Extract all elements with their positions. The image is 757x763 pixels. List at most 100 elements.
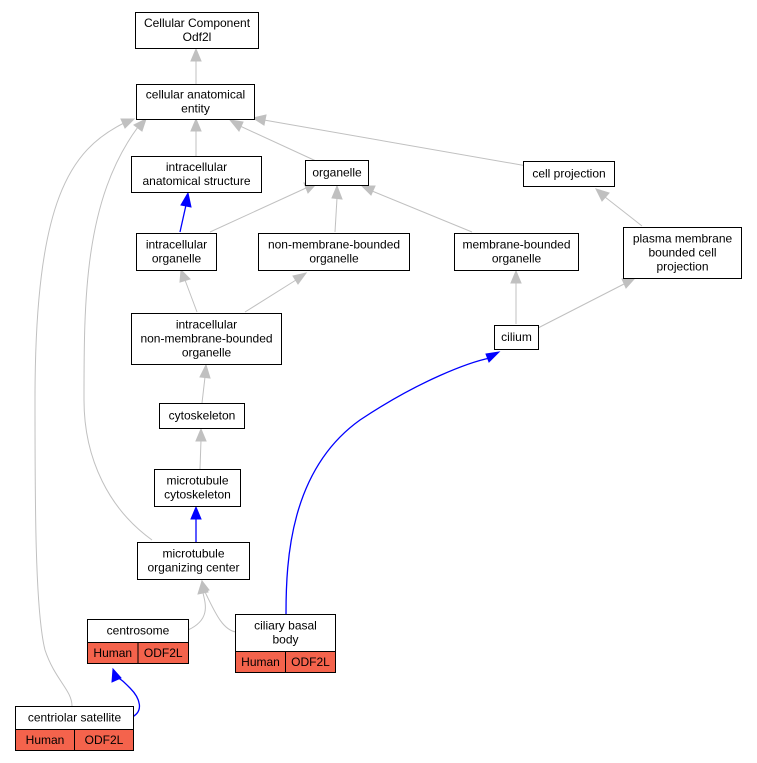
node-label: projection xyxy=(656,260,708,274)
annotation-cell xyxy=(285,651,336,673)
node-organelle[interactable]: organelle xyxy=(305,160,369,186)
arrowhead xyxy=(199,579,210,594)
arrowhead xyxy=(360,185,376,196)
edge-mtcyto-to-cytoskeleton xyxy=(199,439,202,470)
node-label: anatomical structure xyxy=(142,174,250,188)
node-box xyxy=(136,84,255,120)
node-label: organizing center xyxy=(147,561,239,575)
node-cellproj[interactable]: cell projection xyxy=(523,161,615,187)
node-box xyxy=(136,233,217,271)
arrowhead xyxy=(595,188,610,202)
node-box xyxy=(258,233,410,271)
node-label: bounded cell xyxy=(648,246,716,260)
arrowhead xyxy=(120,118,136,129)
node-label: plasma membrane xyxy=(633,232,733,246)
arrowhead xyxy=(190,117,202,132)
edge-inmbo-to-io xyxy=(184,279,198,313)
node-label: membrane-bounded xyxy=(462,238,570,252)
node-box xyxy=(305,160,369,186)
node-label: cytoskeleton xyxy=(164,488,231,502)
node-cytoskeleton[interactable]: cytoskeleton xyxy=(159,403,245,429)
edge-cbb-to-mtoc xyxy=(204,591,237,633)
node-box xyxy=(137,542,250,580)
annotation-cell xyxy=(137,642,189,664)
node-box xyxy=(135,12,259,49)
annotation-label: ODF2L xyxy=(144,646,183,660)
node-label: organelle xyxy=(492,252,542,266)
node-label: intracellular xyxy=(146,238,207,252)
node-label: non-membrane-bounded xyxy=(140,332,272,346)
edge-cbb-to-cilium xyxy=(285,357,491,615)
arrowhead xyxy=(621,277,637,289)
node-label: cilium xyxy=(501,330,532,344)
annotation-label: Human xyxy=(26,733,65,747)
node-box xyxy=(131,156,262,193)
arrowhead xyxy=(195,427,207,442)
node-label: cell projection xyxy=(532,167,605,181)
node-label: cytoskeleton xyxy=(169,409,236,423)
node-box xyxy=(494,325,539,350)
arrowhead xyxy=(510,269,522,284)
arrowhead xyxy=(331,184,343,200)
node-label: organelle xyxy=(309,252,359,266)
node-label: microtubule xyxy=(162,547,224,561)
arrowhead xyxy=(292,272,308,285)
node-inmbo[interactable]: intracellularnon-membrane-boundedorganel… xyxy=(131,313,282,365)
node-box xyxy=(454,233,579,271)
node-label: organelle xyxy=(182,346,232,360)
node-label: non-membrane-bounded xyxy=(268,238,400,252)
node-label: Odf2l xyxy=(183,30,212,44)
edge-mtoc-to-cae xyxy=(83,126,153,541)
annotation-label: Human xyxy=(241,655,280,669)
arrowhead xyxy=(133,118,147,132)
node-label: centrosome xyxy=(107,624,170,638)
node-label: intracellular xyxy=(166,160,227,174)
arrowhead xyxy=(199,363,211,379)
edge-cellproj-to-cae xyxy=(263,119,528,167)
node-label: intracellular xyxy=(176,318,237,332)
edge-nmbo-to-organelle xyxy=(334,197,338,233)
annotation-label: ODF2L xyxy=(85,733,124,747)
edge-pmbcp-to-cellproj xyxy=(604,196,643,227)
node-cilium[interactable]: cilium xyxy=(494,325,539,350)
arrowhead xyxy=(485,351,501,363)
edge-organelle-to-cae xyxy=(239,125,317,162)
node-box xyxy=(154,469,241,507)
node-label: Cellular Component xyxy=(144,16,251,30)
node-label: microtubule xyxy=(166,474,228,488)
node-label: cellular anatomical xyxy=(146,88,245,102)
arrowhead xyxy=(111,667,122,683)
edge-inmbo-to-nmbo xyxy=(244,279,297,313)
arrowhead xyxy=(251,114,267,126)
node-box xyxy=(523,161,615,187)
node-box xyxy=(131,313,282,365)
arrowhead xyxy=(179,268,191,283)
edge-io-to-ias xyxy=(179,204,187,233)
arrowhead xyxy=(228,119,244,132)
annotation-label: ODF2L xyxy=(291,655,330,669)
node-box xyxy=(235,614,336,652)
node-box xyxy=(159,403,245,429)
node-label: body xyxy=(272,633,298,647)
node-label: organelle xyxy=(152,252,202,266)
node-label: centriolar satellite xyxy=(28,711,122,725)
annotation-label: Human xyxy=(93,646,132,660)
node-label: organelle xyxy=(312,166,362,180)
arrowhead xyxy=(190,505,202,520)
arrowhead xyxy=(190,47,202,62)
arrowhead xyxy=(180,191,192,208)
